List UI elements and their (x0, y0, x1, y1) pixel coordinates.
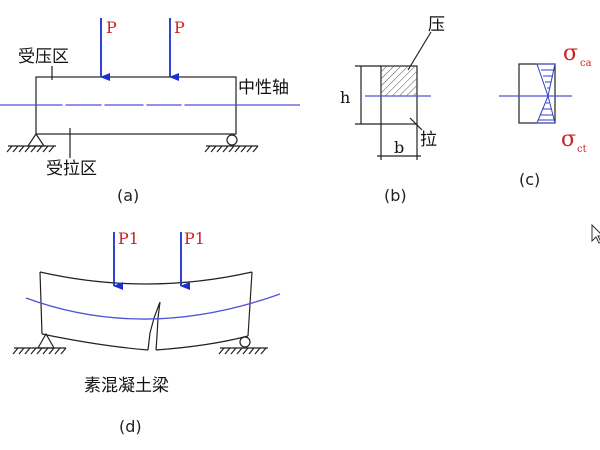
caption-a: (a) (117, 186, 139, 205)
compression-hatch (381, 66, 417, 96)
caption-d: (d) (119, 417, 142, 436)
plain-concrete-beam-title: 素混凝土梁 (84, 376, 169, 396)
height-label: h (340, 88, 350, 107)
cracked-beam-bottom-right (155, 335, 249, 351)
width-label: b (394, 138, 404, 157)
load-label-d-left: P1 (118, 229, 139, 248)
crack-line (147, 301, 161, 351)
stress-section (518, 63, 556, 124)
load-label-d-right: P1 (184, 229, 205, 248)
height-dimension (355, 65, 381, 125)
stress-hatch-lines (538, 69, 554, 121)
compression-leader-b (407, 31, 432, 71)
diagram-c: σ ca σ ct (c) (499, 41, 592, 189)
neutral-axis-curve-d (25, 293, 281, 320)
compression-zone-label: 受压区 (18, 47, 69, 67)
diagram-a: P P 受压区 中性轴 受拉区 (a) (0, 18, 300, 205)
neutral-axis-label: 中性轴 (238, 78, 289, 98)
pin-support-d (12, 332, 67, 355)
sigma-ca-symbol: σ (563, 41, 578, 66)
tension-zone-label: 受拉区 (46, 159, 97, 179)
stress-triangle-top (536, 63, 556, 98)
mouse-pointer-icon (591, 223, 600, 244)
pin-support-a (6, 132, 56, 153)
tension-label-b: 拉 (420, 130, 437, 150)
cracked-beam-top (39, 271, 253, 285)
load-label-a-left: P (106, 18, 117, 37)
caption-b: (b) (384, 186, 407, 205)
sigma-ct-subscript: ct (577, 144, 587, 155)
load-label-a-right: P (174, 18, 185, 37)
cracked-beam-bottom-left (41, 333, 149, 351)
compression-label-b: 压 (428, 15, 445, 35)
tension-leader-b (409, 117, 423, 131)
sigma-ct-symbol: σ (561, 127, 576, 152)
sigma-ca-subscript: ca (580, 58, 592, 69)
diagram-d: P1 P1 素混凝土梁 (d) (12, 229, 281, 436)
width-dimension (377, 124, 421, 160)
roller-support-d (218, 336, 268, 355)
stress-triangle-bottom (536, 94, 556, 124)
axis-dots-a (62, 103, 185, 107)
caption-c: (c) (519, 170, 540, 189)
roller-support-a (204, 134, 259, 153)
diagram-b: 压 拉 h b (b) (340, 15, 445, 205)
